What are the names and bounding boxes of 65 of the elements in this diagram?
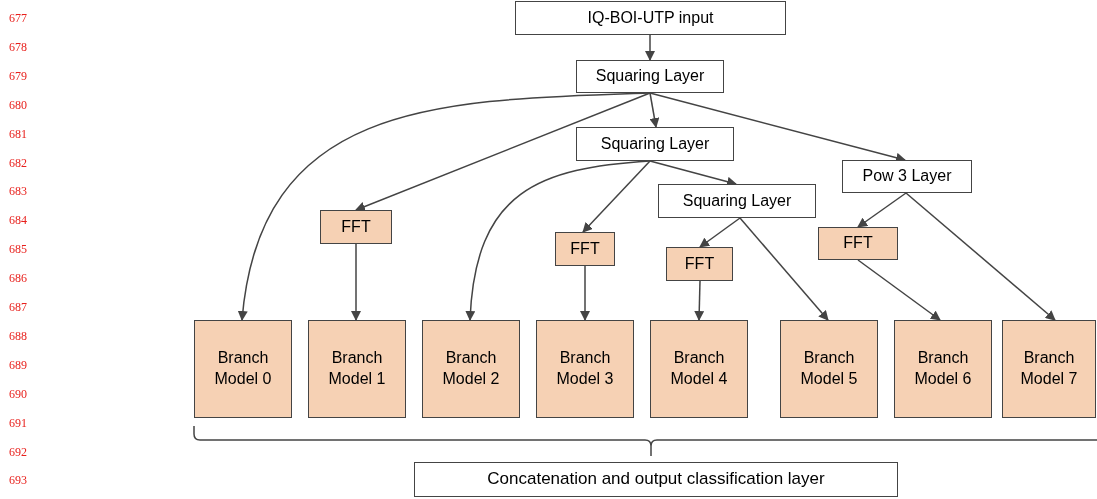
box-label: Pow 3 Layer — [862, 166, 952, 187]
box-label: Branch Model 7 — [1019, 348, 1079, 389]
arrow — [351, 243, 361, 321]
line-number: 678 — [9, 39, 28, 55]
line-number: 686 — [9, 271, 28, 287]
line-number: 688 — [9, 328, 28, 344]
line-number: 691 — [9, 415, 28, 431]
line-number: 690 — [9, 386, 28, 402]
box-label: Branch Model 6 — [913, 348, 973, 389]
box-label: FFT — [684, 253, 715, 274]
arrow — [694, 280, 705, 321]
layer-box — [842, 160, 972, 193]
process-box — [650, 320, 748, 418]
box-label: Squaring Layer — [600, 133, 710, 154]
box-label: Branch Model 2 — [441, 348, 501, 389]
process-box — [422, 320, 520, 418]
process-box — [666, 247, 733, 281]
box-label: FFT — [570, 238, 600, 259]
arrow — [582, 160, 651, 233]
box-label: Concatenation and output classification layer — [487, 468, 825, 491]
line-number: 679 — [9, 68, 28, 84]
process-box — [894, 320, 992, 418]
box-label: FFT — [341, 216, 371, 237]
process-box — [320, 210, 392, 244]
line-number: 685 — [9, 242, 28, 258]
process-box — [1002, 320, 1096, 418]
arrow — [857, 192, 907, 228]
box-label: Branch Model 4 — [669, 348, 729, 389]
arrow — [645, 34, 655, 61]
line-number: 693 — [9, 473, 28, 489]
arrow — [699, 217, 741, 248]
process-box — [194, 320, 292, 418]
arrow — [649, 92, 660, 128]
layer-box — [414, 462, 898, 497]
process-box — [818, 227, 898, 260]
arrow — [857, 259, 941, 321]
layer-box — [576, 60, 724, 93]
layer-box — [515, 1, 786, 35]
process-box — [308, 320, 406, 418]
arrow — [580, 265, 590, 321]
arrow — [355, 92, 651, 212]
box-label: Squaring Layer — [682, 190, 792, 211]
box-label: Branch Model 1 — [327, 348, 387, 389]
layer-box — [576, 127, 734, 161]
box-label: Branch Model 0 — [213, 348, 273, 389]
line-number: 684 — [9, 213, 28, 229]
box-label: Branch Model 3 — [555, 348, 615, 389]
box-label: Branch Model 5 — [799, 348, 859, 389]
line-number: 687 — [9, 300, 28, 315]
arrow — [905, 192, 1056, 321]
process-box — [780, 320, 878, 418]
line-number: 681 — [9, 126, 28, 142]
line-number: 689 — [9, 357, 28, 373]
line-number: 677 — [9, 11, 28, 26]
process-box — [555, 232, 615, 266]
line-number: 683 — [9, 184, 28, 200]
line-number: 692 — [9, 444, 28, 460]
line-number: 680 — [9, 97, 28, 113]
arrow — [739, 217, 829, 321]
box-label: Squaring Layer — [595, 66, 705, 87]
box-label: FFT — [843, 233, 873, 254]
layer-box — [658, 184, 816, 218]
box-label: IQ-BOI-UTP input — [587, 7, 714, 28]
process-box — [536, 320, 634, 418]
line-number: 682 — [9, 155, 28, 171]
